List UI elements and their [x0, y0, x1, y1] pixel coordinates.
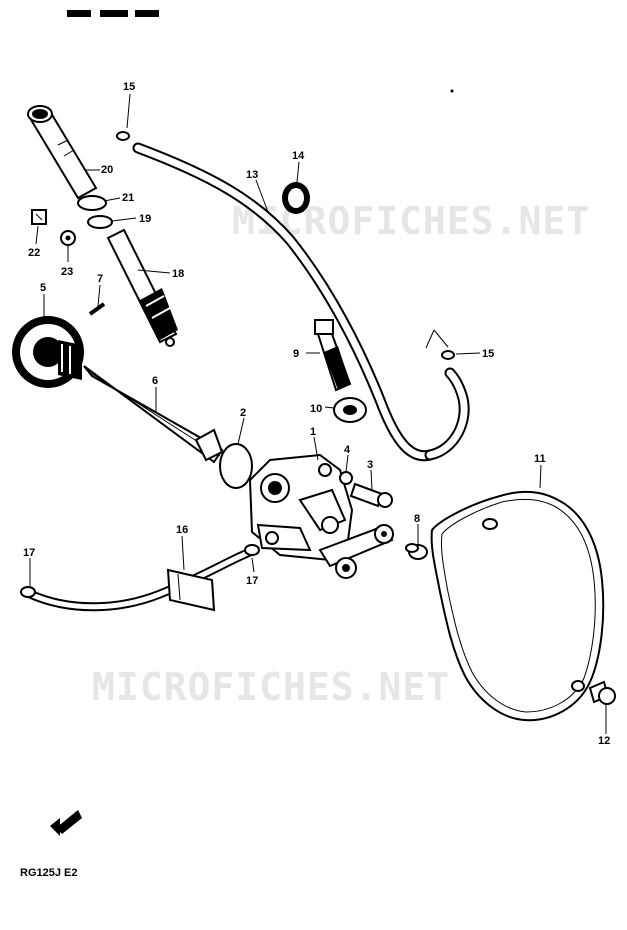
part-number-6: 6: [152, 375, 158, 387]
part-number-16: 16: [176, 524, 188, 536]
part-number-15-top: 15: [123, 81, 135, 93]
part-number-11: 11: [534, 453, 546, 465]
cover-11: [430, 490, 605, 722]
pump-shaft-6: [83, 365, 224, 464]
part-number-2: 2: [240, 407, 246, 419]
part-number-17-left: 17: [23, 547, 35, 559]
bolt-9: [314, 319, 352, 392]
oil-hose-13: [132, 142, 470, 462]
gear-shaft-18: [106, 228, 178, 347]
part-number-21: 21: [122, 192, 134, 204]
o-ring-2: [219, 443, 253, 489]
washer-4: [339, 471, 353, 485]
part-number-labels: 1 2 3 4 5 6 7 8 9 10 11 12 13 14 15 15 1…: [23, 81, 610, 747]
part-number-20: 20: [101, 164, 113, 176]
clip-15-right: [441, 350, 455, 360]
clip-17-left: [20, 586, 36, 598]
part-number-3: 3: [367, 459, 373, 471]
screw-22: [31, 209, 47, 225]
part-number-4: 4: [344, 444, 351, 456]
oil-pump-1: [248, 453, 394, 579]
screw-3: [349, 482, 393, 508]
gear-5: [12, 316, 84, 388]
o-ring-19: [87, 215, 113, 229]
part-number-8: 8: [414, 513, 420, 525]
pin-7: [88, 302, 106, 316]
clip-8: [405, 543, 428, 560]
part-number-15-right: 15: [482, 348, 494, 360]
part-number-14: 14: [292, 150, 305, 162]
washer-14: [282, 182, 310, 214]
seal-21: [77, 195, 107, 211]
part-number-9: 9: [293, 348, 299, 360]
part-number-23: 23: [61, 266, 73, 278]
bolt-12: [588, 680, 616, 705]
cable-guide-20: [27, 105, 98, 200]
part-number-22: 22: [28, 247, 40, 259]
part-number-13: 13: [246, 169, 258, 181]
part-number-17-center: 17: [246, 575, 258, 587]
watermark-bottom: MICROFICHES.NET: [92, 665, 450, 709]
part-number-18: 18: [172, 268, 184, 280]
nut-10: [333, 397, 367, 423]
clip-17-center: [244, 544, 260, 556]
model-code: RG125J E2: [20, 867, 77, 879]
part-number-19: 19: [139, 213, 151, 225]
part-number-12: 12: [598, 735, 610, 747]
front-arrow-icon: [50, 810, 82, 836]
hose-16: [25, 547, 255, 612]
part-number-1: 1: [310, 426, 316, 438]
part-number-7: 7: [97, 273, 103, 285]
leader-lines: [29, 93, 607, 734]
part-number-10: 10: [310, 403, 322, 415]
header-marks: [67, 10, 454, 93]
part-number-5: 5: [40, 282, 46, 294]
clip-15-top: [116, 131, 130, 141]
